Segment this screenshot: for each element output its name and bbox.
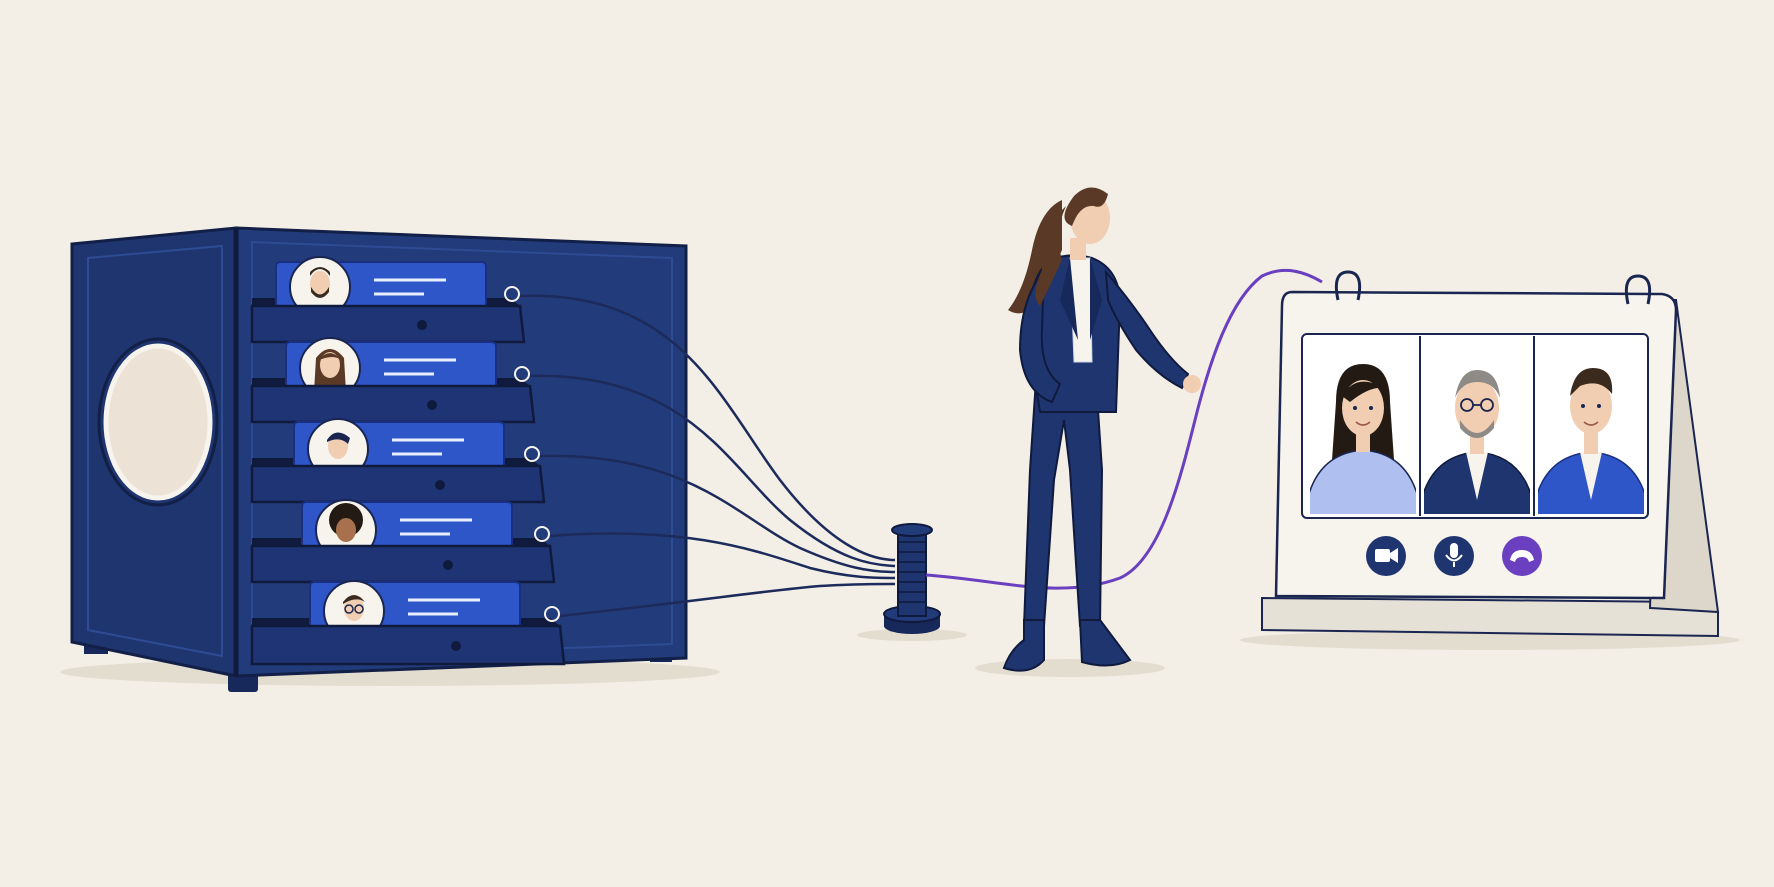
drawer-knob [417,320,427,330]
cable [549,532,896,580]
woman-hair [1035,206,1066,306]
woman-hair [1064,187,1108,226]
cable-connector [514,366,530,382]
hang-up-icon [1510,550,1534,562]
cable-connector [524,446,540,462]
participant-tile[interactable] [1418,338,1536,520]
drawer-knob [435,480,445,490]
cable [559,582,896,618]
cable [539,454,896,574]
drawer-front [250,544,556,584]
cabinet-side-inset [87,244,223,658]
cable-connector [534,526,550,542]
video-camera-icon [1375,548,1398,563]
drawer[interactable] [250,256,526,344]
spool-shadow [857,629,967,641]
woman-shoe [1078,619,1132,667]
cabinet-porthole-rim [97,337,219,507]
binding-ring [1624,274,1652,305]
woman-hand [1183,375,1201,393]
woman-lapel [1060,258,1078,340]
drawer-front [250,304,526,344]
woman-neck [1070,238,1086,260]
mute-button[interactable] [1434,536,1474,576]
drawer-knob [451,641,461,651]
woman-shoe [1002,619,1045,672]
cabinet-drawers [250,256,566,666]
drawer-front [250,624,566,666]
microphone-icon [1445,543,1463,567]
cable-connector [544,606,560,622]
drawer[interactable] [250,499,556,584]
cable-spool [883,523,941,634]
drawer[interactable] [250,337,536,424]
video-toggle-button[interactable] [1366,536,1406,576]
drawer-knob [427,400,437,410]
drawer[interactable] [250,580,566,666]
drawer[interactable] [250,418,546,504]
cabinet-porthole [103,343,213,501]
business-woman [1002,187,1201,672]
woman-arm [1018,267,1062,404]
video-call-frame [1261,270,1720,638]
frame-base [1261,596,1719,638]
hang-up-button[interactable] [1502,536,1542,576]
woman-hair [1008,200,1062,314]
binding-ring [1334,270,1362,301]
drawer-knob [443,560,453,570]
woman-lapel [1090,258,1102,340]
drawer-front [250,384,536,424]
woman-trousers [1022,379,1104,627]
participant-tile[interactable] [1532,338,1650,520]
cable [519,294,896,562]
drawer-front [250,464,546,504]
participant-tile[interactable] [1304,338,1422,520]
cable-connector [504,286,520,302]
cable [529,374,896,568]
cabinet-front-inset [251,240,673,662]
drawer-cables [519,294,896,618]
